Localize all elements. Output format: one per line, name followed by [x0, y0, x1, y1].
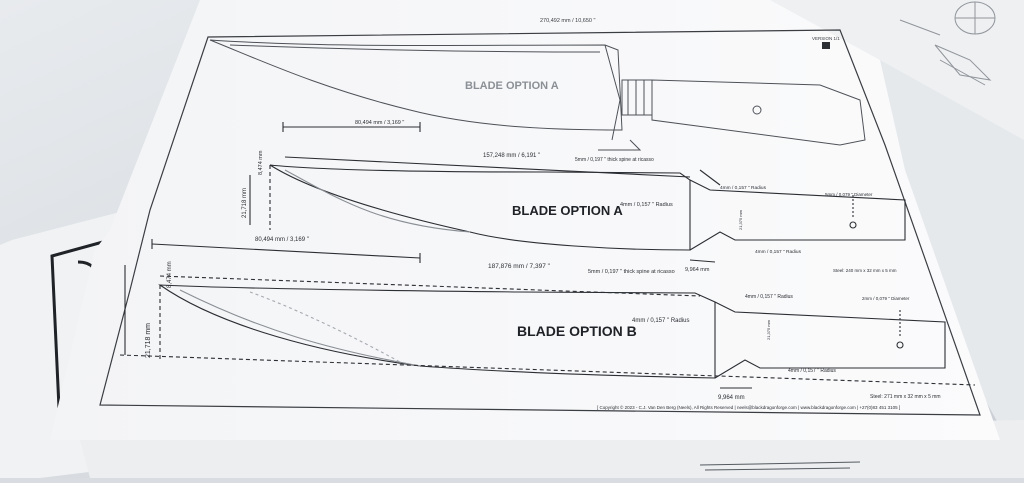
option-a-overall-length: 157,248 mm / 6,191 " — [483, 153, 540, 159]
option-b-spine-height: 8,474 mm — [167, 261, 173, 288]
copyright-footer: [ Copyright © 2023 - C.J. Van Den Berg (… — [597, 404, 900, 410]
option-a-ricasso-length: 9,964 mm — [685, 267, 710, 273]
option-a-faint-title: BLADE OPTION A — [465, 80, 559, 92]
blade-option-b-drawing — [119, 239, 976, 389]
option-a-ricasso-radius: 4mm / 0,157 " Radius — [620, 202, 673, 208]
option-b-ricasso-radius: 4mm / 0,157 " Radius — [632, 318, 690, 324]
option-b-steel-note: Steel: 271 mm x 32 mm x 5 mm — [870, 394, 941, 400]
option-a-diameter-note: 5mm / 0,079 " Diameter — [825, 192, 873, 197]
back-sheet-right — [760, 0, 1024, 470]
option-b-overall-length: 187,876 mm / 7,397 " — [488, 263, 551, 270]
option-a-spine-height: 8,474 mm — [258, 150, 264, 175]
blueprint-sheet — [50, 0, 1000, 440]
option-b-spine-note: 5mm / 0,197 " thick spine at ricasso — [588, 269, 675, 275]
blade-option-a-full-outline — [209, 39, 866, 151]
option-b-height: 21,718 mm — [145, 323, 152, 358]
option-b-guard-radius-top: 4mm / 0,157 " Radius — [745, 294, 793, 300]
option-a-guard-radius-top: 4mm / 0,157 " Radius — [720, 185, 767, 191]
option-a-tang-height: 21,375 mm — [738, 209, 743, 230]
corner-label: VERSION 1/1 — [812, 36, 840, 41]
option-a-title: BLADE OPTION A — [512, 203, 623, 218]
blade-option-a-drawing — [249, 122, 906, 263]
option-a-height: 21,718 mm — [242, 188, 248, 218]
option-b-tang-height: 21,375 mm — [766, 319, 771, 340]
option-b-diameter-note: 2mm / 0,079 " Diameter — [862, 296, 910, 301]
option-b-spine-length: 80,494 mm / 3,169 " — [255, 237, 309, 243]
option-b-ricasso-length: 9,964 mm — [718, 395, 745, 401]
option-b-guard-radius-bottom: 4mm / 0,157 " Radius — [788, 368, 836, 374]
option-a-spine-length: 80,494 mm / 3,169 " — [355, 120, 404, 126]
option-b-title: BLADE OPTION B — [517, 323, 637, 339]
option-a-guard-radius-bottom: 4mm / 0,157 " Radius — [755, 249, 802, 255]
option-a-spine-note: 5mm / 0,197 " thick spine at ricasso — [575, 157, 654, 163]
option-a-steel-note: Steel: 240 mm x 32 mm x 5 mm — [833, 268, 897, 273]
top-dimension: 270,492 mm / 10,650 " — [540, 18, 596, 24]
corner-marker — [822, 42, 830, 49]
